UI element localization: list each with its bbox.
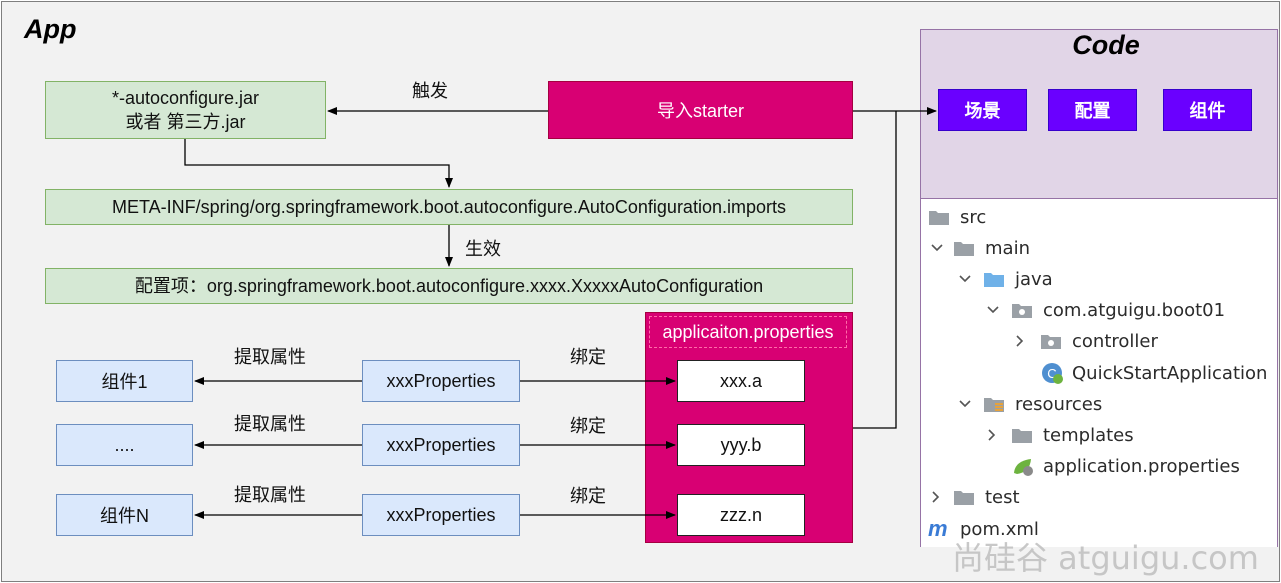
svg-text:m: m [928,518,948,540]
component-1-box: 组件1 [56,360,193,402]
tree-item-label: test [985,486,1020,508]
xxx-properties-box-1: xxxProperties [362,360,520,402]
tree-item[interactable]: controller [1040,326,1158,356]
tree-item[interactable]: C QuickStartApplication [1040,358,1267,388]
chevron-down-icon[interactable] [958,264,972,294]
chevron-down-icon[interactable] [930,233,944,263]
chevron-right-icon[interactable] [1014,326,1026,356]
tree-item[interactable]: src [928,202,986,232]
folder-blue-icon [983,268,1009,290]
effect-label: 生效 [465,239,501,259]
scene-button[interactable]: 场景 [938,89,1027,131]
project-tree-panel [920,199,1278,547]
bind-label-2: 绑定 [570,416,606,436]
properties-panel-title: applicaiton.properties [649,316,847,348]
package-icon [1011,299,1037,321]
maven-icon: m [928,518,954,540]
extract-label-3: 提取属性 [234,485,306,505]
tree-item[interactable]: test [953,482,1020,512]
tree-item[interactable]: resources [983,389,1102,419]
autoconfigure-jar-box: *-autoconfigure.jar 或者 第三方.jar [45,81,326,139]
property-key-zzz-n: zzz.n [677,494,805,536]
tree-item[interactable]: application.properties [1011,451,1240,481]
config-button[interactable]: 配置 [1048,89,1137,131]
folder-grey-icon [953,486,979,508]
bind-label-1: 绑定 [570,347,606,367]
autoconfigure-jar-line-1: *-autoconfigure.jar [111,88,260,108]
config-item-box: 配置项：org.springframework.boot.autoconfigu… [45,268,853,304]
folder-grey-icon [1011,424,1037,446]
tree-item[interactable]: main [953,233,1030,263]
trigger-label: 触发 [412,81,448,101]
package-icon [1040,330,1066,352]
autoconfigure-jar-line-2: 或者 第三方.jar [125,112,246,132]
tree-item-label: resources [1015,393,1103,415]
tree-item[interactable]: templates [1011,420,1134,450]
xxx-properties-box-2: xxxProperties [362,424,520,466]
chevron-down-icon[interactable] [986,295,1000,325]
tree-item-label: com.atguigu.boot01 [1043,299,1226,321]
spring-class-icon: C [1040,362,1066,384]
tree-item-label: application.properties [1043,455,1240,477]
jar-to-imports-arrow [184,139,453,188]
folder-resources-icon [983,393,1009,415]
folder-grey-icon [953,237,979,259]
tree-item[interactable]: java [983,264,1053,294]
chevron-right-icon[interactable] [986,420,998,450]
tree-item-label: controller [1072,330,1158,352]
tree-item-label: templates [1043,424,1134,446]
watermark: 尚硅谷 atguigu.com [952,539,1259,577]
tree-item[interactable]: com.atguigu.boot01 [1011,295,1225,325]
app-title: App [24,14,77,44]
component-n-box: 组件N [56,494,193,536]
folder-grey-icon [928,206,954,228]
import-starter-box: 导入starter [548,81,853,139]
tree-item[interactable]: m pom.xml [928,514,1039,544]
property-key-yyy-b: yyy.b [677,424,805,466]
component-button[interactable]: 组件 [1163,89,1252,131]
properties-to-code-line [853,111,897,429]
imports-file-box: META-INF/spring/org.springframework.boot… [45,189,853,225]
code-title: Code [1072,30,1140,60]
chevron-right-icon[interactable] [930,482,942,512]
chevron-down-icon[interactable] [958,389,972,419]
extract-label-1: 提取属性 [234,347,306,367]
tree-item-label: java [1015,268,1053,290]
extract-label-2: 提取属性 [234,414,306,434]
tree-item-label: pom.xml [960,518,1039,540]
bind-label-3: 绑定 [570,486,606,506]
tree-item-label: main [985,237,1030,259]
spring-leaf-icon [1011,455,1037,477]
svg-text:C: C [1047,366,1056,381]
xxx-properties-box-3: xxxProperties [362,494,520,536]
component-ellipsis-box: .... [56,424,193,466]
tree-item-label: QuickStartApplication [1072,362,1268,384]
tree-item-label: src [960,206,987,228]
property-key-xxx-a: xxx.a [677,360,805,402]
